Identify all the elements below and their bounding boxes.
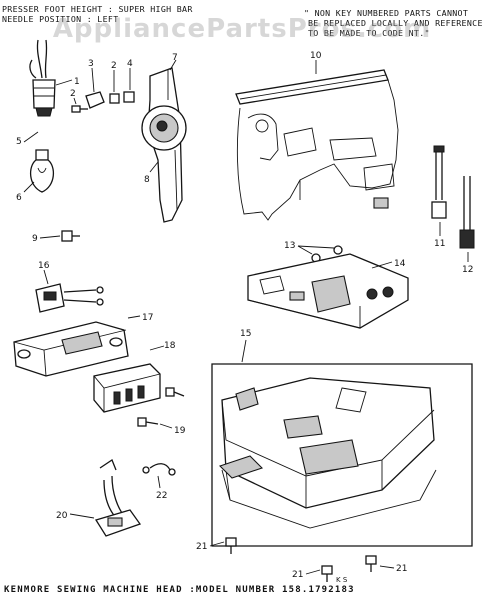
non-key-note-line2: BE REPLACED LOCALLY AND REFERENCE <box>308 18 483 28</box>
label-part-21-left: 21 <box>196 542 207 552</box>
label-part-19: 19 <box>174 426 186 436</box>
part-15-bottom-cover <box>218 377 437 529</box>
part-16-connector <box>35 269 104 313</box>
label-part-5: 5 <box>16 137 22 147</box>
presser-foot-note-line2: NEEDLE POSITION : LEFT <box>2 14 119 24</box>
part-12-capacitor <box>459 176 475 262</box>
label-part-1: 1 <box>74 77 80 87</box>
part-2b-nut <box>123 68 135 103</box>
label-part-20: 20 <box>56 511 68 521</box>
part-9-screw <box>39 230 80 242</box>
label-part-7: 7 <box>172 53 178 63</box>
part-17-control-housing <box>13 315 141 377</box>
part-13-screws <box>297 245 343 263</box>
label-part-4: 4 <box>127 59 133 69</box>
label-part-6: 6 <box>16 193 22 203</box>
part-10-top-cover-bar <box>235 60 389 105</box>
machine-head-outline <box>236 79 399 221</box>
label-part-21-right: 21 <box>396 564 407 574</box>
label-part-10: 10 <box>310 51 322 61</box>
non-key-note-line1: " NON KEY NUMBERED PARTS CANNOT <box>304 8 469 18</box>
part-6-light-bulb <box>23 131 54 193</box>
label-part-8: 8 <box>144 175 150 185</box>
label-part-9: 9 <box>32 234 38 244</box>
label-part-21-center: 21 <box>292 570 303 580</box>
part-18-terminal-block <box>93 345 165 413</box>
part-20-power-lead <box>69 459 142 537</box>
label-part-12: 12 <box>462 265 473 275</box>
part-15-bottom-assembly-frame <box>211 339 473 547</box>
part-2-screw <box>71 97 88 113</box>
part-22-wire <box>142 463 176 489</box>
label-part-11: 11 <box>434 239 445 249</box>
label-ks-mark: K S <box>336 576 348 584</box>
presser-foot-note-line1: PRESSER FOOT HEIGHT : SUPER HIGH BAR <box>2 4 193 14</box>
label-part-22: 22 <box>156 491 167 501</box>
label-part-13: 13 <box>284 241 295 251</box>
part-11-wire-lead <box>431 145 447 236</box>
part-21-screws <box>209 537 395 582</box>
label-part-15: 15 <box>240 329 251 339</box>
part-7-mechanism-plate <box>141 59 187 223</box>
label-part-2b: 2 <box>111 61 117 71</box>
label-part-14: 14 <box>394 259 406 269</box>
part-3-bracket <box>85 67 105 109</box>
part-4-screw <box>109 70 120 104</box>
model-number-caption: KENMORE SEWING MACHINE HEAD :MODEL NUMBE… <box>4 585 355 595</box>
part-14-circuit-board <box>247 253 409 329</box>
non-key-note-line3: TO BE MADE TO CODE NT." <box>308 28 430 38</box>
label-part-18: 18 <box>164 341 176 351</box>
part-1-lamp-socket <box>29 39 73 117</box>
part-19-screws <box>137 387 185 429</box>
label-part-16: 16 <box>38 261 50 271</box>
label-part-17: 17 <box>142 313 153 323</box>
label-part-3: 3 <box>88 59 94 69</box>
label-part-2: 2 <box>70 89 76 99</box>
